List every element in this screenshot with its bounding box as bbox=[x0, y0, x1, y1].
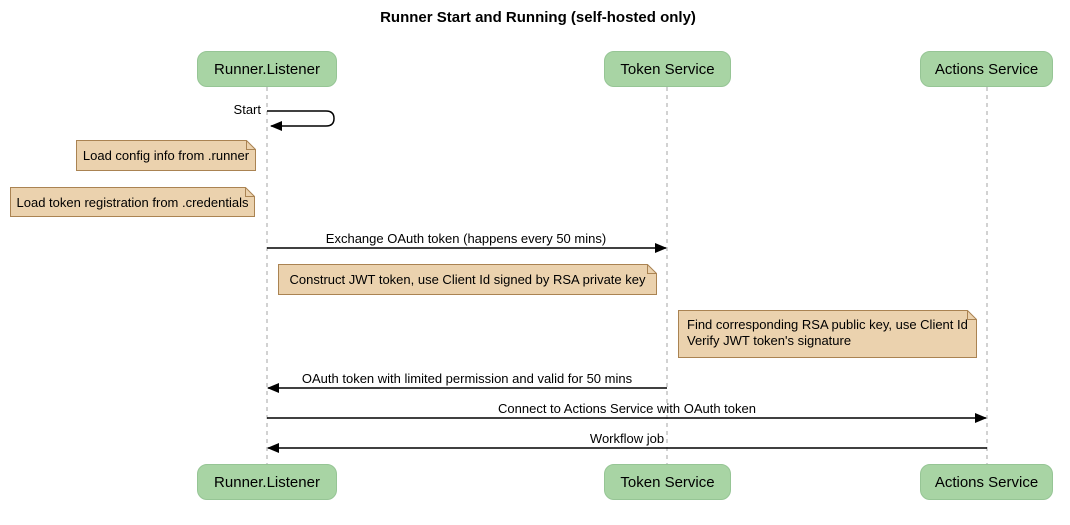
note-background bbox=[10, 187, 255, 217]
self-message-arrow-start bbox=[267, 110, 335, 131]
actor-runner-listener-top: Runner.Listener bbox=[197, 51, 337, 87]
message-label-exchange-oauth: Exchange OAuth token (happens every 50 m… bbox=[325, 231, 607, 246]
actor-label: Actions Service bbox=[934, 473, 1039, 491]
actor-runner-listener-bottom: Runner.Listener bbox=[197, 464, 337, 500]
message-label-start: Start bbox=[233, 102, 261, 117]
actor-token-service-bottom: Token Service bbox=[604, 464, 731, 500]
note-load-config: Load config info from .runner bbox=[76, 140, 256, 171]
note-background bbox=[278, 264, 657, 295]
note-fold-corner bbox=[246, 140, 256, 150]
actor-token-service-top: Token Service bbox=[604, 51, 731, 87]
note-fold-corner bbox=[245, 187, 255, 197]
note-background bbox=[76, 140, 256, 171]
note-text: Load config info from .runner bbox=[82, 148, 250, 163]
actor-label: Actions Service bbox=[934, 60, 1039, 78]
actor-label: Token Service bbox=[620, 60, 715, 78]
message-label-workflow-job: Workflow job bbox=[589, 431, 665, 446]
note-text-line-1: Find corresponding RSA public key, use C… bbox=[687, 317, 968, 332]
actor-label: Runner.Listener bbox=[214, 473, 320, 491]
note-text: Find corresponding RSA public key, use C… bbox=[687, 317, 968, 349]
note-text: Construct JWT token, use Client Id signe… bbox=[289, 272, 646, 287]
note-fold-corner bbox=[647, 264, 657, 274]
actor-actions-service-top: Actions Service bbox=[920, 51, 1053, 87]
diagram-title: Runner Start and Running (self-hosted on… bbox=[380, 9, 696, 26]
note-text: Load token registration from .credential… bbox=[16, 194, 249, 210]
note-verify-jwt: Find corresponding RSA public key, use C… bbox=[678, 310, 977, 358]
note-load-token-registration: Load token registration from .credential… bbox=[10, 187, 255, 217]
note-text-line-2: Verify JWT token's signature bbox=[687, 333, 852, 348]
note-construct-jwt: Construct JWT token, use Client Id signe… bbox=[278, 264, 657, 295]
note-fold-corner bbox=[967, 310, 977, 320]
actor-actions-service-bottom: Actions Service bbox=[920, 464, 1053, 500]
actor-label: Runner.Listener bbox=[214, 60, 320, 78]
actor-label: Token Service bbox=[620, 473, 715, 491]
note-background bbox=[678, 310, 977, 358]
message-label-oauth-token-return: OAuth token with limited permission and … bbox=[301, 371, 633, 386]
message-label-connect-actions: Connect to Actions Service with OAuth to… bbox=[498, 401, 756, 416]
